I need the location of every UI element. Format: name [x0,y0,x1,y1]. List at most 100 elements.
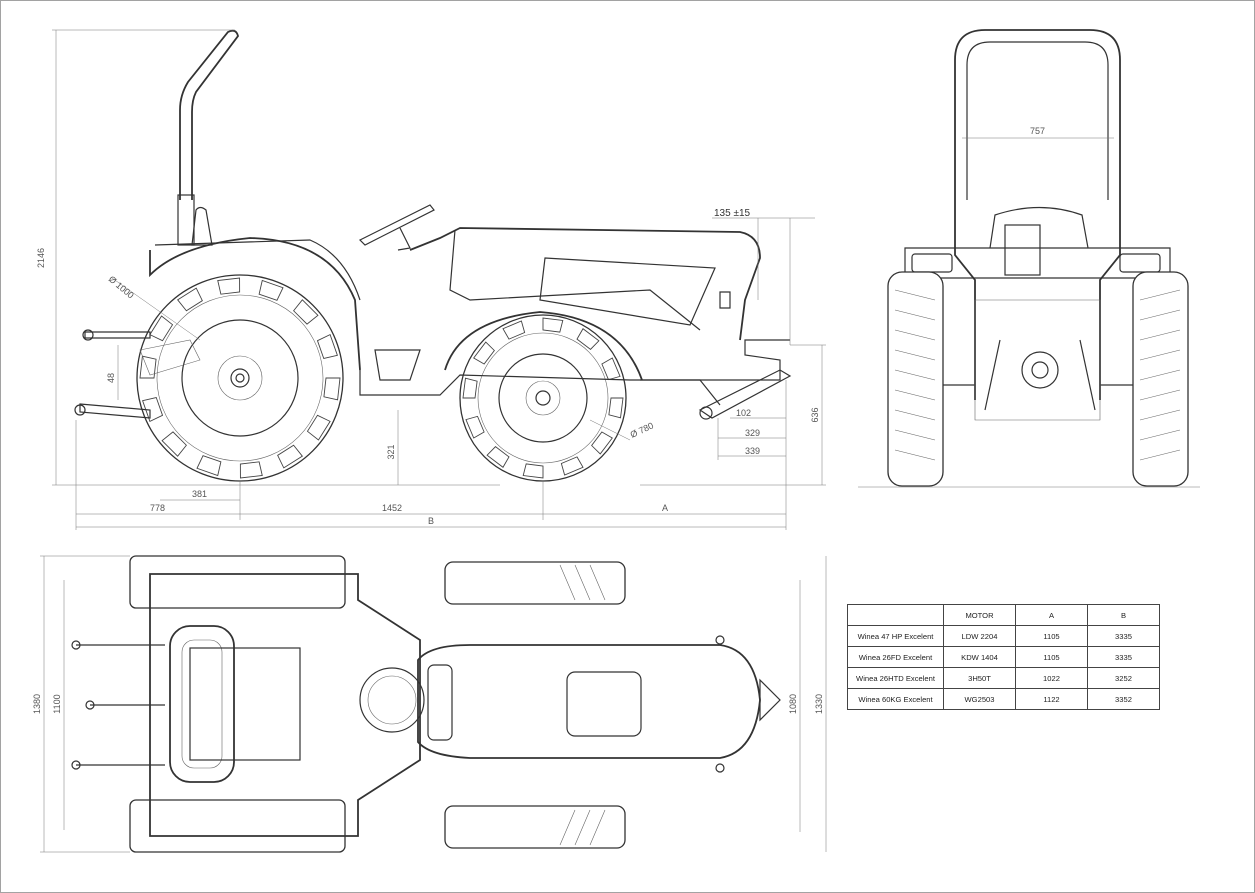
tire-lug [486,446,510,468]
top-front-right-tire [444,805,626,849]
dim-rear-wheel: Ø 1000 [107,274,136,301]
tire-lug [542,317,564,333]
spec-header-model [847,604,944,626]
dim-ground-clearance: 321 [386,444,396,459]
spec-a: 1105 [1015,646,1088,668]
hood-panel [449,229,701,331]
table-row: Winea 26FD Excelent KDW 1404 1105 3335 [847,646,1160,668]
tire-lug [316,333,338,360]
spec-b: 3335 [1087,625,1160,647]
steering-column [397,227,411,251]
top-hitch [76,644,165,766]
side-view: 2146 Ø 1000 Ø 780 48 321 135 ±15 636 102… [36,29,826,530]
dim-front-outer-width: 1330 [814,694,824,714]
steering-wheel [358,204,435,246]
top-hood [417,644,761,759]
top-front-hitch [759,678,781,722]
spec-header-b: B [1087,604,1160,626]
rear-top-link [84,331,151,339]
light [719,291,731,309]
spec-model: Winea 26FD Excelent [847,646,944,668]
rear-fenders [904,247,1171,279]
spec-a: 1022 [1015,667,1088,689]
tire-lug [522,463,544,479]
spec-motor: WG2503 [943,688,1016,710]
rear-linkage [139,339,201,376]
spec-table-header: MOTOR A B [847,604,1160,626]
tire-lug [293,299,319,325]
dim-outer-width: 1380 [32,694,42,714]
dim-height: 2146 [36,248,46,268]
dim-front-wheel: Ø 780 [629,420,655,439]
dim-329: 329 [745,428,760,438]
pto [1021,351,1059,389]
transmission [974,299,1101,421]
top-seat [189,647,301,761]
tire-lug [161,431,187,457]
front-frame [640,339,790,381]
table-row: Winea 60KG Excelent WG2503 1122 3352 [847,688,1160,710]
seat-back [989,206,1089,249]
dim-wheelbase: 1452 [382,503,402,513]
spec-header-a: A [1015,604,1088,626]
dim-381: 381 [192,489,207,499]
spec-motor: KDW 1404 [943,646,1016,668]
spec-model: Winea 47 HP Excelent [847,625,944,647]
dim-rops-width: 757 [1030,126,1045,136]
tire-lug [176,287,203,312]
rops-bar [179,29,239,200]
spec-b: 3335 [1087,646,1160,668]
rops-hoop [954,29,1121,200]
spec-a: 1105 [1015,625,1088,647]
rear-fender [149,237,361,371]
spec-table: MOTOR A B Winea 47 HP Excelent LDW 2204 … [847,604,1160,710]
tire-lug [576,328,600,350]
spec-b: 3352 [1087,688,1160,710]
rops-hoop-inner [966,41,1109,200]
top-platform [149,573,421,837]
top-steering-wheel [359,667,425,733]
spec-motor: 3H50T [943,667,1016,689]
dim-339: 339 [745,446,760,456]
top-front-left-tire [444,561,626,605]
tire-lug [465,415,485,439]
dim-a: A [662,503,668,513]
dim-front-overhang: 135 ±15 [714,208,751,219]
table-row: Winea 26HTD Excelent 3H50T 1022 3252 [847,667,1160,689]
spec-a: 1122 [1015,688,1088,710]
tire-lug [473,341,495,365]
rear-plate [1004,224,1041,276]
dim-102: 102 [736,408,751,418]
dim-front-height: 636 [810,407,820,422]
tire-lug [306,414,331,441]
table-row: Winea 47 HP Excelent LDW 2204 1105 3335 [847,625,1160,647]
dim-inner-width: 1100 [52,694,62,713]
rops-mount [177,194,195,246]
rear-wheel [136,274,344,482]
spec-model: Winea 26HTD Excelent [847,667,944,689]
hood [409,227,761,341]
spec-motor: LDW 2204 [943,625,1016,647]
tire-lug [601,357,621,381]
top-rear-right-tire [129,799,346,853]
seat [191,206,213,246]
tire-lug [149,315,174,342]
spec-b: 3252 [1087,667,1160,689]
tire-lug [139,355,157,379]
hood-grille [539,257,716,326]
tire-lug [277,444,304,469]
rear-view: 757 [858,29,1200,488]
footstep [374,349,421,381]
top-rear-left-tire [129,555,346,609]
front-wheel [459,314,627,482]
top-dash [427,664,453,741]
tire-lug [462,377,478,399]
dim-hitch: 48 [106,373,116,383]
fender-top [154,239,361,301]
top-hood-panel [566,671,642,737]
rear-lower-link [79,403,151,419]
front-fender [444,311,643,381]
tire-lug [323,377,341,401]
tire-lug [239,461,263,479]
